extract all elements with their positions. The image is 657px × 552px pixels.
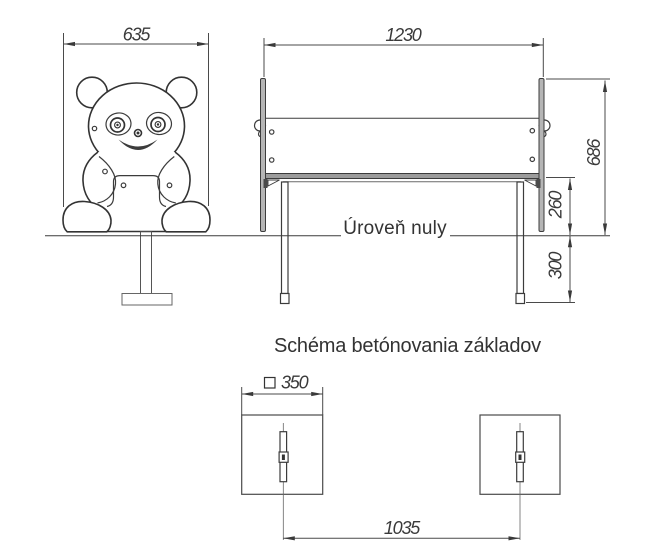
panda-hole-1 bbox=[102, 168, 108, 175]
panda-smile bbox=[118, 139, 158, 150]
dim-height-686: 686 bbox=[546, 78, 610, 235]
dim-spacing-1035: 1035 bbox=[283, 518, 520, 541]
bracket-right bbox=[524, 179, 541, 188]
panda-drawing bbox=[62, 76, 211, 233]
pedestal-base bbox=[121, 293, 173, 306]
anchor-left-mark bbox=[281, 454, 285, 460]
panda-body bbox=[82, 152, 191, 232]
leg-left bbox=[280, 181, 289, 295]
side-panel-left bbox=[260, 78, 266, 232]
panda-arm-right bbox=[157, 156, 176, 204]
panda-foot-right bbox=[161, 200, 211, 233]
panda-eye-left bbox=[109, 117, 126, 133]
panda-nose-dot bbox=[136, 131, 140, 135]
panda-hole-3 bbox=[166, 182, 173, 189]
square-symbol bbox=[263, 376, 276, 389]
dim-label-1035: 1035 bbox=[384, 518, 421, 538]
leg-right-foot bbox=[515, 292, 526, 305]
foundation-left bbox=[241, 414, 324, 540]
dim-foundation-350: 350 bbox=[241, 373, 324, 415]
pedestal-column bbox=[140, 231, 152, 295]
seat-plank bbox=[265, 173, 540, 179]
dim-label-260: 260 bbox=[546, 191, 566, 220]
dim-width-635: 635 bbox=[63, 25, 209, 207]
pedestal bbox=[121, 231, 173, 306]
panda-eye-left-dot bbox=[116, 123, 119, 127]
front-view: 1230 bbox=[253, 25, 610, 305]
screw-hole bbox=[268, 157, 275, 163]
panda-arm-left bbox=[97, 156, 117, 204]
dim-label-635: 635 bbox=[123, 25, 152, 45]
dim-label-686: 686 bbox=[584, 138, 604, 167]
side-view: 635 bbox=[62, 25, 211, 306]
panda-eye-right-inner bbox=[154, 121, 162, 128]
foundation-right bbox=[479, 414, 561, 540]
anchor-right-mark bbox=[518, 454, 522, 460]
panda-eyepatch-right bbox=[145, 111, 173, 136]
ground-label: Úroveň nuly bbox=[343, 217, 447, 239]
panda-eye-right bbox=[150, 116, 166, 133]
dim-label-350: 350 bbox=[281, 373, 309, 393]
leg-right bbox=[516, 181, 525, 295]
panda-nose bbox=[133, 128, 143, 138]
dim-label-1230: 1230 bbox=[385, 25, 421, 45]
dim-width-1230: 1230 bbox=[263, 25, 544, 77]
panda-eye-left-inner bbox=[114, 121, 121, 129]
foundation-title: Schéma betónovania základov bbox=[274, 335, 541, 357]
dim-foundation-depth-300: 300 bbox=[526, 235, 575, 303]
dim-label-300: 300 bbox=[546, 252, 566, 280]
screw-hole bbox=[529, 127, 536, 134]
panda-body-outline bbox=[82, 151, 191, 233]
leg-left-foot bbox=[279, 292, 290, 305]
dim-seat-height-260: 260 bbox=[546, 177, 575, 235]
panda-eyepatch-left bbox=[105, 112, 132, 136]
ground-line: Úroveň nuly bbox=[45, 217, 610, 239]
foundation-scheme: Schéma betónovania základov 350 bbox=[241, 335, 561, 541]
panda-belly-plate bbox=[106, 175, 167, 208]
side-panel-right bbox=[538, 78, 545, 232]
bracket-left bbox=[263, 179, 280, 188]
screw-hole bbox=[529, 156, 536, 163]
panda-hole-4 bbox=[91, 125, 98, 132]
panda-hole-2 bbox=[120, 182, 127, 189]
panda-foot-left bbox=[62, 200, 112, 233]
panda-eye-right-dot bbox=[156, 123, 160, 126]
screw-hole bbox=[268, 129, 275, 135]
